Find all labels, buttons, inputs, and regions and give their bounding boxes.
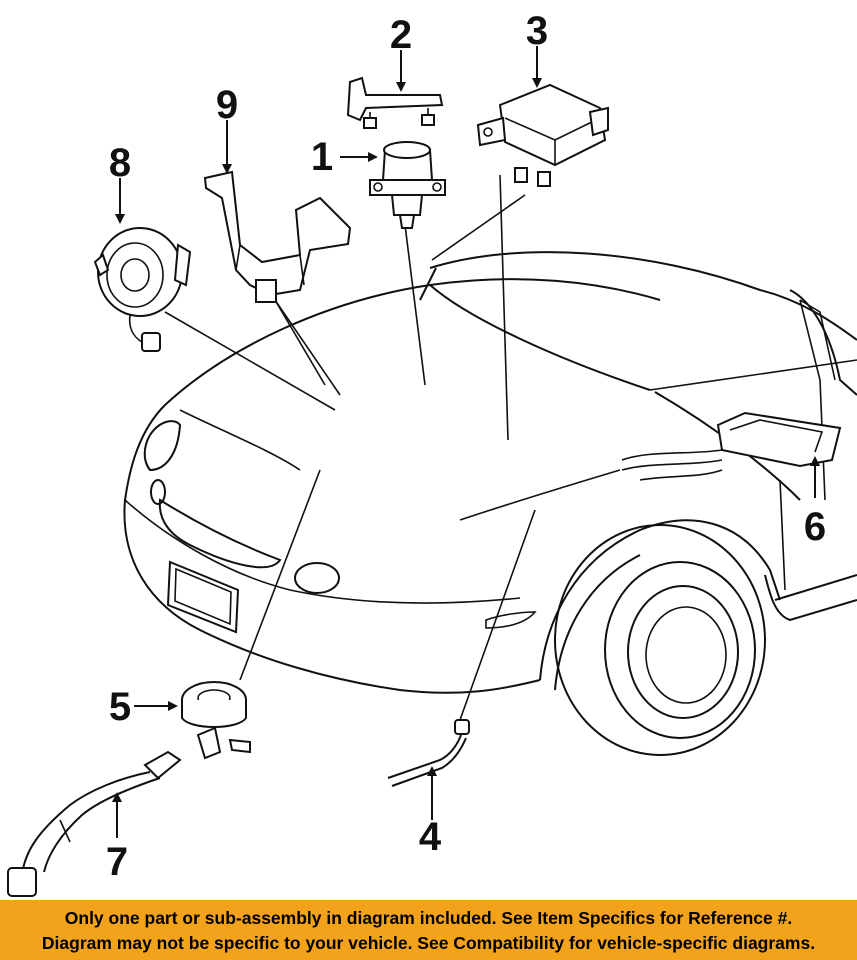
part-4-sensor — [387, 719, 470, 787]
part-5-valve — [181, 681, 251, 760]
part-1-solenoid — [369, 141, 446, 229]
part-8-motor — [93, 227, 192, 352]
vehicle-outline — [123, 251, 857, 756]
callout-1: 1 — [311, 135, 333, 179]
callout-4: 4 — [419, 815, 442, 859]
callout-3: 3 — [526, 9, 548, 53]
disclaimer-line-1: Only one part or sub-assembly in diagram… — [64, 908, 793, 928]
part-6-component — [621, 411, 842, 481]
leader-lines — [164, 174, 536, 721]
part-9-bracket — [203, 170, 352, 303]
disclaimer-line-2: Diagram may not be specific to your vehi… — [41, 933, 816, 953]
callout-8: 8 — [109, 141, 131, 185]
disclaimer-banner: Only one part or sub-assembly in diagram… — [0, 900, 857, 960]
part-2-bracket — [346, 76, 444, 129]
callout-2: 2 — [390, 13, 412, 57]
parts-diagram: 1 2 3 4 5 6 7 8 9 — [7, 9, 857, 897]
callout-7: 7 — [106, 840, 128, 884]
part-7-tube — [7, 750, 182, 897]
callout-arrows — [112, 46, 820, 838]
callout-6: 6 — [804, 505, 826, 549]
callout-9: 9 — [216, 83, 238, 127]
callout-5: 5 — [109, 685, 131, 729]
part-3-module — [476, 83, 609, 187]
